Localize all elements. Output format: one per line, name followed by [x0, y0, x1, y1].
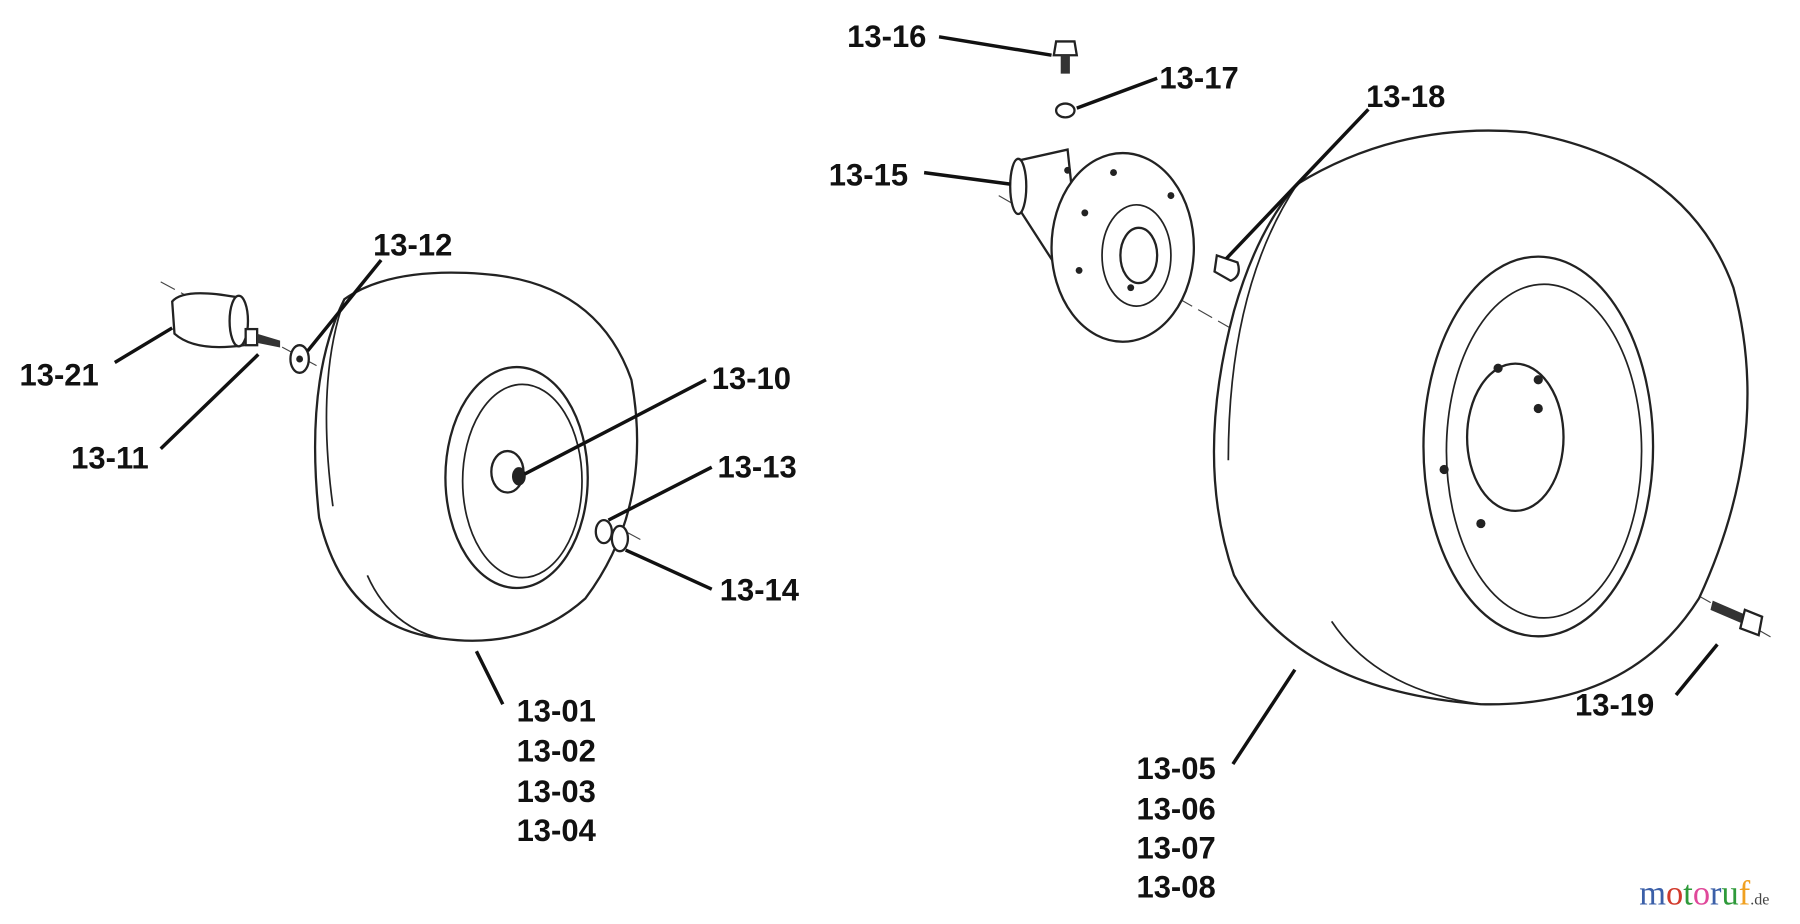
wm-t: t — [1683, 874, 1693, 912]
wm-o2: o — [1693, 874, 1710, 912]
label-13-16: 13-16 — [847, 19, 926, 54]
label-13-14: 13-14 — [720, 573, 800, 608]
label-13-08: 13-08 — [1136, 870, 1215, 905]
label-13-03: 13-03 — [517, 774, 596, 809]
label-13-12: 13-12 — [373, 227, 452, 262]
hub-13-15 — [1009, 148, 1196, 343]
wm-de: .de — [1750, 891, 1769, 908]
label-13-21: 13-21 — [20, 357, 99, 392]
label-13-06: 13-06 — [1136, 791, 1215, 826]
nut-13-17 — [1054, 102, 1076, 119]
washers-13-13-13-14 — [594, 518, 630, 553]
right-wheel — [1212, 129, 1749, 706]
bolt-13-19 — [1710, 600, 1764, 637]
wm-o1: o — [1666, 874, 1683, 912]
label-13-02: 13-02 — [517, 734, 596, 769]
key-13-18 — [1213, 253, 1240, 283]
label-13-05: 13-05 — [1136, 751, 1215, 786]
label-13-07: 13-07 — [1136, 830, 1215, 865]
label-13-17: 13-17 — [1159, 61, 1238, 96]
bolt-13-16 — [1052, 40, 1079, 74]
label-13-19: 13-19 — [1575, 688, 1654, 723]
wm-u: u — [1722, 874, 1739, 912]
label-13-10: 13-10 — [712, 361, 791, 396]
spacer-13-21 — [171, 292, 250, 349]
label-13-11: 13-11 — [71, 440, 149, 475]
label-13-01: 13-01 — [517, 693, 596, 728]
label-13-13: 13-13 — [717, 450, 796, 485]
left-wheel — [313, 271, 639, 642]
watermark-logo: motoruf.de — [1639, 874, 1769, 912]
label-13-15: 13-15 — [829, 157, 908, 192]
wm-f: f — [1739, 874, 1751, 912]
label-13-18: 13-18 — [1366, 79, 1445, 114]
wm-m: m — [1639, 874, 1666, 912]
wm-r: r — [1710, 874, 1722, 912]
bolt-13-11 — [244, 327, 281, 348]
label-13-04: 13-04 — [517, 813, 597, 848]
